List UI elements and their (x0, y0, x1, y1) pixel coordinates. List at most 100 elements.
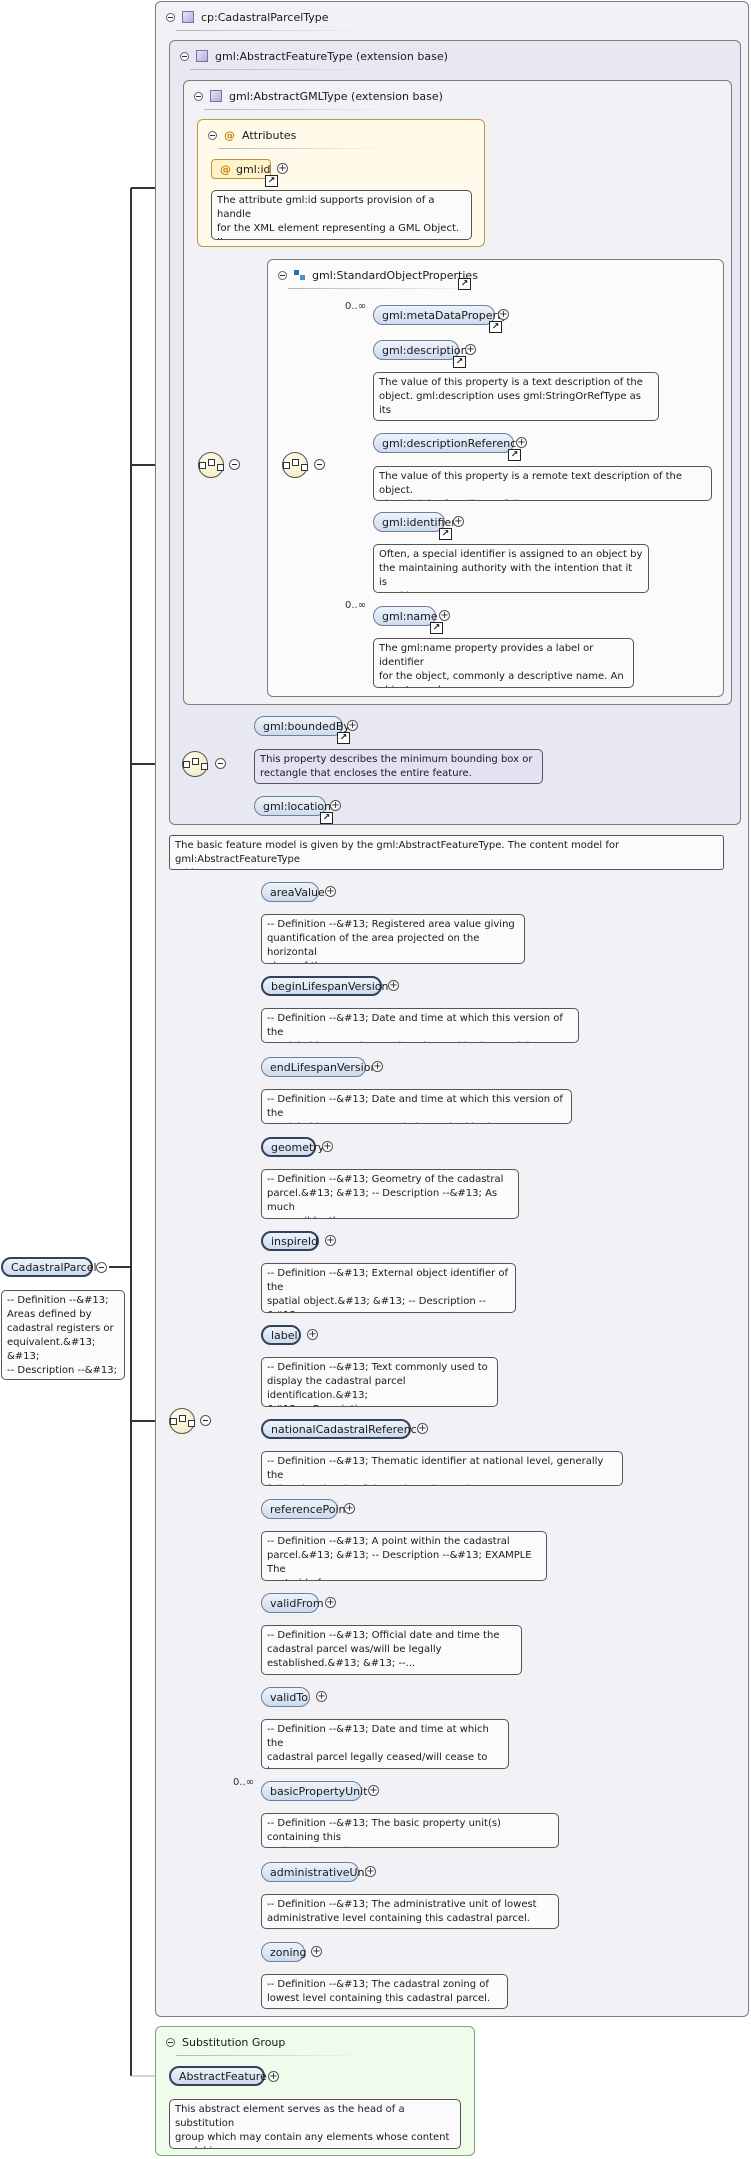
gml-identifier-label: gml:identifier (382, 515, 456, 529)
gml-location[interactable]: gml:location ↗ (254, 796, 333, 824)
element-doc: -- Definition --&#13; Text commonly used… (261, 1357, 498, 1407)
element-label: nationalCadastralReference (271, 1422, 424, 1436)
expand-plus-icon[interactable]: + (330, 800, 341, 811)
expand-plus-icon[interactable]: + (439, 610, 450, 621)
sequence-compositor-icon[interactable] (198, 452, 224, 478)
element-label: referencePoint (270, 1502, 350, 1516)
element-administrative-unit[interactable]: administrativeUnit (261, 1862, 372, 1882)
expand-plus-icon[interactable]: + (344, 1503, 355, 1514)
title-rule (218, 148, 388, 149)
link-arrow-icon[interactable]: ↗ (508, 449, 521, 461)
expand-plus-icon[interactable]: + (347, 720, 358, 731)
element-doc: -- Definition --&#13; Geometry of the ca… (261, 1169, 519, 1219)
abstract-gml-type-header: gml:AbstractGMLType (extension base) (194, 85, 443, 107)
title-rule (176, 2055, 366, 2056)
sequence-compositor-icon[interactable] (182, 751, 208, 777)
collapse-minus-icon[interactable] (314, 459, 325, 470)
element-doc: -- Definition --&#13; External object id… (261, 1263, 516, 1313)
expand-plus-icon[interactable]: + (388, 980, 399, 991)
abstract-feature-type-doc: The basic feature model is given by the … (169, 835, 724, 870)
element-valid-from[interactable]: validFrom (261, 1593, 324, 1613)
expand-plus-icon[interactable]: + (417, 1423, 428, 1434)
collapse-toggle-icon[interactable] (180, 51, 189, 61)
element-label: areaValue (270, 885, 325, 899)
collapse-minus-icon[interactable] (200, 1415, 211, 1426)
link-arrow-icon[interactable]: ↗ (430, 622, 443, 634)
collapse-minus-icon[interactable] (215, 758, 226, 769)
link-arrow-icon[interactable]: ↗ (439, 528, 452, 540)
link-arrow-icon[interactable]: ↗ (337, 732, 350, 744)
expand-plus-icon[interactable]: + (311, 1946, 322, 1957)
element-label: endLifespanVersion (270, 1060, 378, 1074)
expand-plus-icon[interactable]: + (316, 1691, 327, 1702)
name-cardinality: 0..∞ (345, 600, 367, 611)
element-valid-to[interactable]: validTo (261, 1687, 310, 1707)
gml-description-reference[interactable]: gml:descriptionReference ↗ (373, 433, 523, 461)
element-reference-point[interactable]: referencePoint (261, 1499, 350, 1519)
expand-plus-icon[interactable]: + (268, 2071, 279, 2082)
collapse-toggle-icon[interactable] (166, 2037, 175, 2047)
element-national-cadastral-reference[interactable]: nationalCadastralReference (261, 1419, 423, 1439)
link-arrow-icon[interactable]: ↗ (489, 321, 502, 333)
element-begin-lifespan-version[interactable]: beginLifespanVersion (261, 976, 388, 996)
expand-plus-icon[interactable]: + (307, 1329, 318, 1340)
gml-identifier[interactable]: gml:identifier ↗ (373, 512, 456, 540)
link-arrow-icon[interactable]: ↗ (458, 278, 471, 290)
sequence-compositor-icon[interactable] (282, 452, 308, 478)
main-sequence-compositor-icon[interactable] (169, 1408, 195, 1434)
expand-plus-icon[interactable]: + (516, 437, 527, 448)
expand-plus-icon[interactable]: + (365, 1866, 376, 1877)
link-arrow-icon[interactable]: ↗ (320, 812, 333, 824)
title-rule (176, 30, 366, 31)
element-doc: -- Definition --&#13; Thematic identifie… (261, 1451, 623, 1486)
expand-plus-icon[interactable]: + (322, 1141, 333, 1152)
element-basic-property-unit[interactable]: basicPropertyUnit (261, 1781, 368, 1801)
collapse-minus-icon[interactable] (229, 459, 240, 470)
abstract-feature-type-header: gml:AbstractFeatureType (extension base) (180, 45, 448, 67)
expand-plus-icon[interactable]: + (372, 1061, 383, 1072)
element-zoning[interactable]: zoning (261, 1942, 307, 1962)
title-rule (190, 69, 380, 70)
collapse-toggle-icon[interactable] (208, 130, 217, 140)
gml-id-attribute[interactable]: @ gml:id ↗ (211, 159, 278, 187)
standard-object-properties-title: gml:StandardObjectProperties (312, 268, 478, 282)
cadastral-parcel-type-header: cp:CadastralParcelType (166, 6, 329, 28)
collapse-toggle-icon[interactable] (166, 12, 175, 22)
gml-name[interactable]: gml:name ↗ (373, 606, 443, 634)
expand-plus-icon[interactable]: + (325, 1597, 336, 1608)
element-inspire-id[interactable]: inspireId (261, 1231, 319, 1251)
element-end-lifespan-version[interactable]: endLifespanVersion (261, 1057, 377, 1077)
cadastral-parcel-type-title: cp:CadastralParcelType (201, 10, 329, 24)
metadata-cardinality: 0..∞ (345, 301, 367, 312)
element-doc: -- Definition --&#13; Date and time at w… (261, 1008, 579, 1043)
substitution-group-title: Substitution Group (182, 2035, 286, 2049)
cadastral-parcel-label: CadastralParcel (11, 1260, 97, 1274)
cadastral-parcel-element[interactable]: CadastralParcel (1, 1257, 97, 1277)
collapse-toggle-icon[interactable] (194, 91, 203, 101)
gml-description[interactable]: gml:description ↗ (373, 340, 468, 368)
element-geometry[interactable]: geometry (261, 1137, 324, 1157)
element-doc: -- Definition --&#13; The cadastral zoni… (261, 1974, 508, 2009)
expand-plus-icon[interactable]: + (325, 886, 336, 897)
gml-bounded-by[interactable]: gml:boundedBy ↗ (254, 716, 350, 744)
expand-plus-icon[interactable]: + (498, 309, 509, 320)
attributes-title: Attributes (242, 128, 297, 142)
expand-plus-icon[interactable]: + (277, 163, 288, 174)
collapse-toggle-icon[interactable] (278, 270, 287, 280)
link-arrow-icon[interactable]: ↗ (265, 175, 278, 187)
gml-id-label: gml:id (236, 162, 271, 176)
abstract-gml-type-title: gml:AbstractGMLType (extension base) (229, 89, 443, 103)
expand-plus-icon[interactable]: + (465, 344, 476, 355)
expand-plus-icon[interactable]: + (453, 516, 464, 527)
element-area-value[interactable]: areaValue (261, 882, 325, 902)
title-rule (204, 109, 394, 110)
expand-plus-icon[interactable]: + (325, 1235, 336, 1246)
abstract-feature-element[interactable]: AbstractFeature (169, 2066, 267, 2086)
element-label[interactable]: label (261, 1325, 301, 1345)
expand-plus-icon[interactable]: + (368, 1785, 379, 1796)
complex-type-icon (182, 11, 194, 23)
gml-metadata-property[interactable]: gml:metaDataProperty ↗ (373, 305, 508, 333)
link-arrow-icon[interactable]: ↗ (453, 356, 466, 368)
element-label: validTo (270, 1690, 308, 1704)
collapse-minus-icon[interactable] (96, 1262, 107, 1273)
